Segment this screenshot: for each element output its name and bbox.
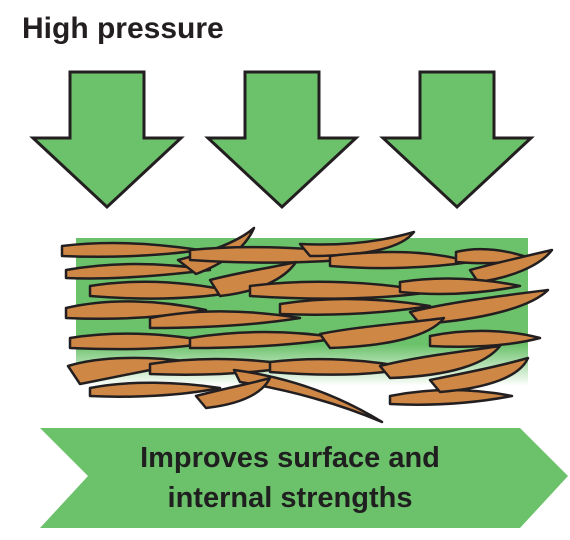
fiber	[278, 297, 432, 316]
banner-line-1: Improves surface and	[140, 442, 440, 474]
fiber	[318, 316, 446, 350]
fiber	[378, 344, 502, 380]
benefit-banner-text: Improves surface and internal strengths	[60, 438, 520, 518]
fiber	[148, 309, 302, 330]
down-arrow-icon	[204, 70, 360, 210]
fiber	[194, 376, 272, 410]
fiber	[388, 388, 514, 406]
fiber	[428, 329, 542, 348]
compressed-fibers	[60, 226, 554, 424]
fiber	[208, 260, 298, 298]
banner-line-2: internal strengths	[167, 482, 413, 514]
down-arrow-icon	[29, 70, 185, 210]
page-title: High pressure	[22, 12, 224, 45]
benefit-banner-chevron	[40, 428, 568, 528]
down-arrow-icon	[379, 70, 535, 210]
fiber	[232, 368, 384, 424]
fiber	[468, 248, 554, 284]
fiber	[398, 277, 522, 296]
fiber	[64, 262, 212, 280]
fiber	[408, 288, 550, 326]
fiber	[428, 356, 530, 394]
fiber	[88, 381, 222, 398]
pressure-arrows	[29, 70, 535, 210]
